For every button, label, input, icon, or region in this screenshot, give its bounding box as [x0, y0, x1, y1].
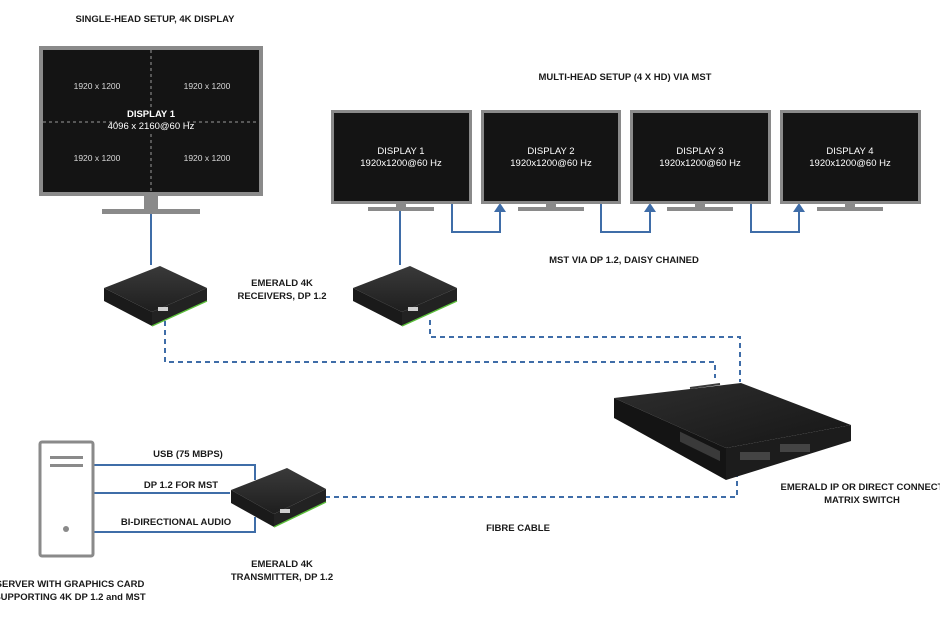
receiver-1-front [104, 288, 152, 326]
transmitter [231, 468, 327, 528]
display-mst-4-res: 1920x1200@60 Hz [809, 158, 891, 169]
receiver-1-side [152, 288, 207, 326]
transmitter-label-1: EMERALD 4K [251, 559, 313, 570]
fibre-cable-label: FIBRE CABLE [486, 523, 550, 534]
link-usb [94, 464, 256, 480]
server-power-icon [63, 526, 69, 532]
receiver-1-logo [158, 307, 168, 311]
daisy-chain-label: MST VIA DP 1.2, DAISY CHAINED [549, 255, 699, 266]
server-drive-bay-2 [50, 464, 83, 467]
receiver-2-logo [408, 307, 418, 311]
receiver-2 [353, 266, 458, 327]
transmitter-side [274, 489, 326, 527]
arrowheads [494, 203, 805, 212]
display-mst-3-res: 1920x1200@60 Hz [659, 158, 741, 169]
connections [94, 196, 800, 533]
transmitter-accent [273, 501, 327, 528]
fibre-cables [164, 312, 741, 498]
display-4k-label-bg [117, 110, 185, 132]
display-mst-1: DISPLAY 1 1920x1200@60 Hz [331, 110, 472, 211]
server-case [38, 440, 95, 558]
receivers-label-1: EMERALD 4K [251, 278, 313, 289]
display-4k-res: 4096 x 2160@60 Hz [108, 121, 195, 132]
quad-top-left: 1920 x 1200 [74, 81, 121, 91]
display-mst-2-base [518, 207, 584, 211]
display-mst-3: DISPLAY 3 1920x1200@60 Hz [630, 110, 771, 211]
arrow-display-3 [644, 203, 656, 212]
quad-bottom-left: 1920 x 1200 [74, 153, 121, 163]
display-mst-3-screen [633, 113, 768, 201]
server-drive-bay-1 [50, 456, 83, 459]
receiver-1-accent [151, 300, 208, 327]
server-label-1: SERVER WITH GRAPHICS CARD [0, 579, 144, 590]
receiver-2-top [353, 266, 457, 312]
transmitter-top [231, 468, 326, 514]
arrow-display-2 [494, 203, 506, 212]
daisy-chain-1-2 [451, 196, 501, 233]
display-4k-neck [144, 196, 158, 210]
receiver-2-front [353, 288, 402, 326]
display-4k: 1920 x 1200 1920 x 1200 1920 x 1200 1920… [39, 46, 263, 214]
single-head-title: SINGLE-HEAD SETUP, 4K DISPLAY [76, 14, 236, 25]
switch-port-bank-2 [740, 452, 770, 460]
fibre-receiver-1 [164, 312, 716, 378]
transmitter-label-2: TRANSMITTER, DP 1.2 [231, 572, 333, 583]
receiver-2-side [402, 288, 457, 326]
dp-label: DP 1.2 FOR MST [144, 480, 218, 491]
switch-label-1: EMERALD IP OR DIRECT CONNECT [781, 482, 940, 493]
display-mst-4-screen [783, 113, 918, 201]
receivers-label-2: RECEIVERS, DP 1.2 [237, 291, 326, 302]
quad-bottom-right: 1920 x 1200 [184, 153, 231, 163]
audio-label: BI-DIRECTIONAL AUDIO [121, 517, 231, 528]
display-mst-2-screen [484, 113, 618, 201]
display-mst-4: DISPLAY 4 1920x1200@60 Hz [780, 110, 921, 211]
link-audio [94, 517, 256, 533]
display-mst-3-base [667, 207, 733, 211]
server-label-2: SUPPORTING 4K DP 1.2 and MST [0, 592, 146, 603]
switch-vent [689, 383, 721, 389]
multi-head-title: MULTI-HEAD SETUP (4 X HD) VIA MST [539, 72, 712, 83]
receiver-1 [104, 266, 208, 327]
display-mst-1-name: DISPLAY 1 [377, 146, 424, 157]
transmitter-logo [280, 509, 290, 513]
transmitter-front [231, 490, 274, 527]
receiver-1-top [104, 266, 207, 312]
display-mst-1-screen [334, 113, 469, 201]
switch-port-bank-3 [780, 444, 810, 452]
switch-top [614, 383, 851, 448]
display-mst-1-res: 1920x1200@60 Hz [360, 158, 442, 169]
display-mst-1-base [368, 207, 434, 211]
receiver-2-accent [401, 300, 458, 327]
matrix-switch [614, 383, 851, 480]
fibre-receiver-2 [429, 320, 741, 382]
daisy-chain-2-3 [600, 196, 651, 233]
arrow-display-4 [793, 203, 805, 212]
switch-ports [680, 431, 810, 462]
display-mst-3-name: DISPLAY 3 [676, 146, 723, 157]
display-mst-4-name: DISPLAY 4 [826, 146, 873, 157]
switch-port-bank-1 [680, 431, 720, 462]
display-4k-name: DISPLAY 1 [127, 109, 176, 120]
display-mst-2-res: 1920x1200@60 Hz [510, 158, 592, 169]
display-4k-base [102, 209, 200, 214]
usb-label: USB (75 MBPS) [153, 449, 223, 460]
server-tower [38, 440, 95, 558]
switch-label-2: MATRIX SWITCH [824, 495, 900, 506]
display-mst-2: DISPLAY 2 1920x1200@60 Hz [481, 110, 621, 211]
display-mst-4-base [817, 207, 883, 211]
switch-front-left [614, 398, 726, 480]
display-mst-2-name: DISPLAY 2 [527, 146, 574, 157]
switch-front-right [726, 425, 851, 480]
daisy-chain-3-4 [750, 196, 800, 233]
quad-top-right: 1920 x 1200 [184, 81, 231, 91]
fibre-transmitter [325, 470, 738, 498]
